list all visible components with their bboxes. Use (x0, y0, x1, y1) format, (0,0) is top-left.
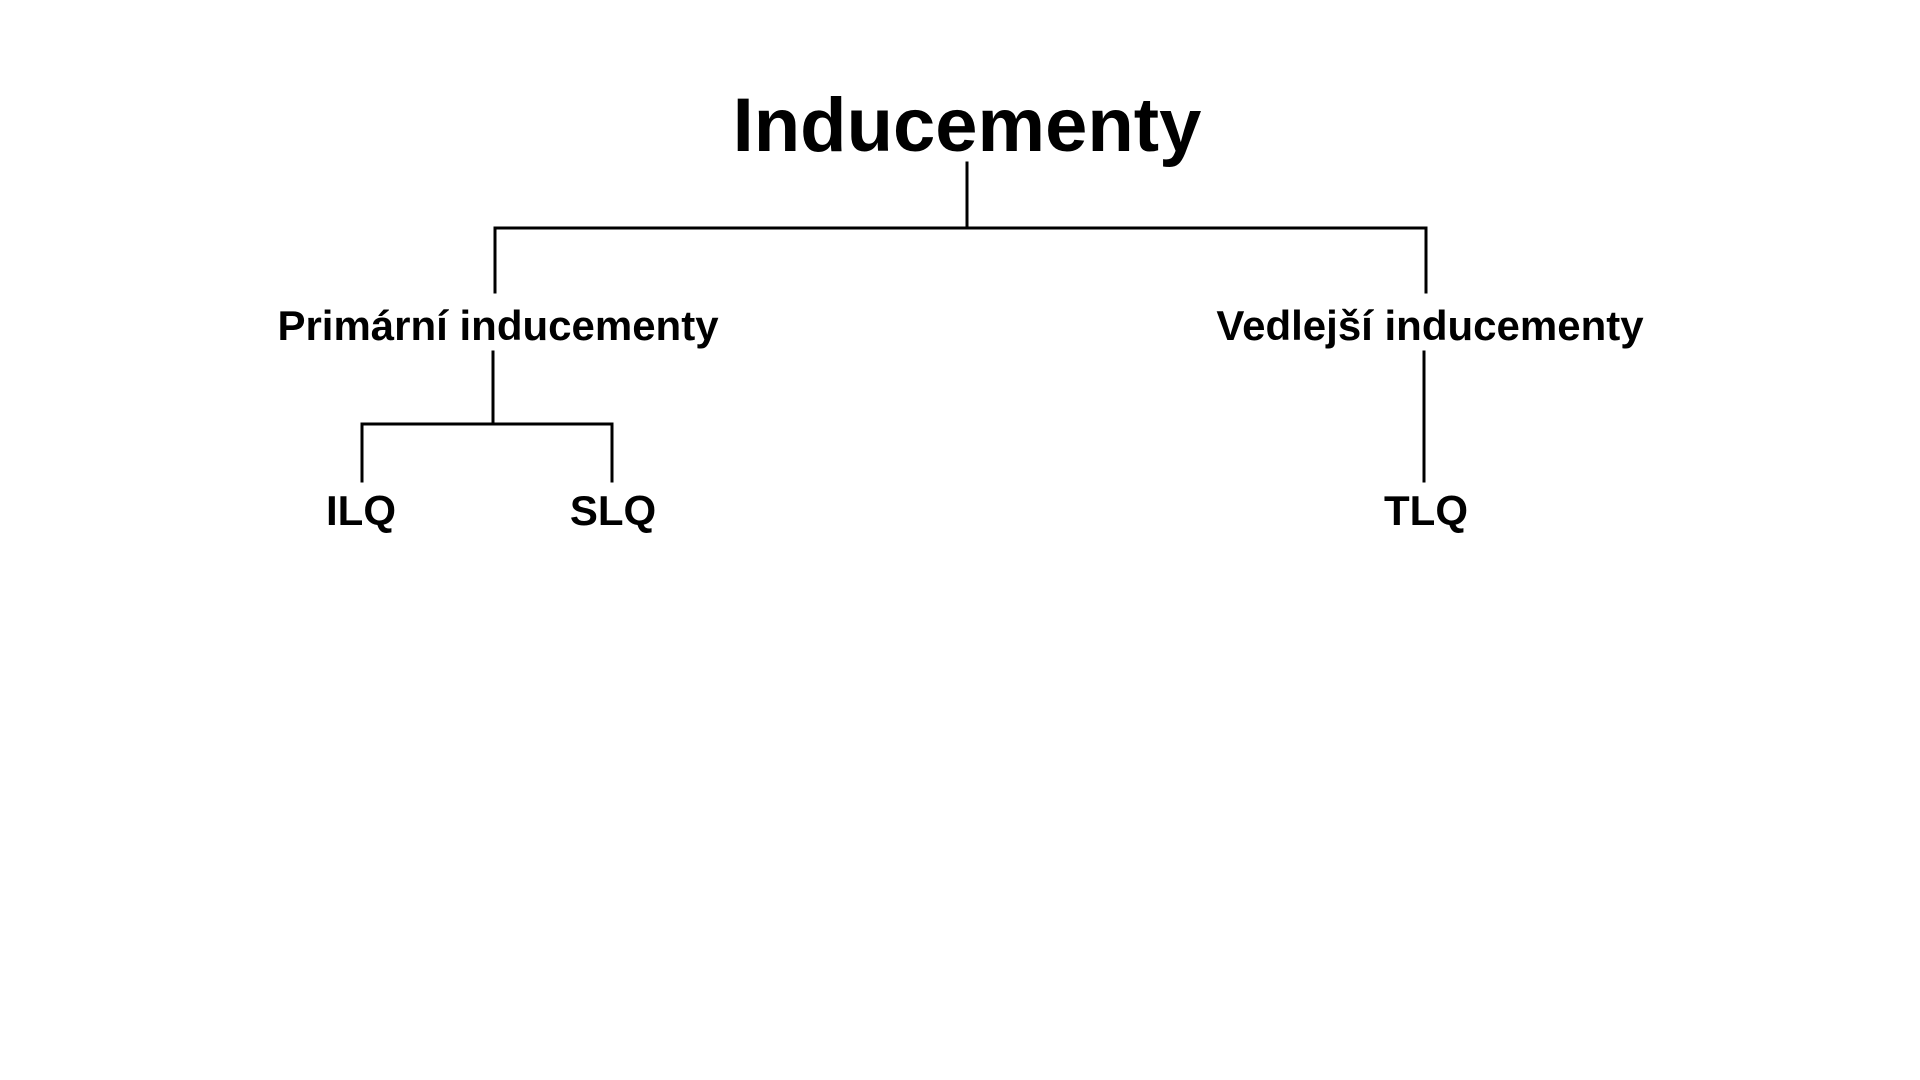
ilq-node-label: ILQ (326, 487, 396, 534)
primary-inducements-label: Primární inducementy (277, 302, 719, 349)
root-node-label: Inducementy (732, 83, 1202, 168)
tlq-node-label: TLQ (1384, 487, 1468, 534)
secondary-inducements-label: Vedlejší inducementy (1216, 302, 1644, 349)
slq-node-label: SLQ (569, 487, 657, 534)
